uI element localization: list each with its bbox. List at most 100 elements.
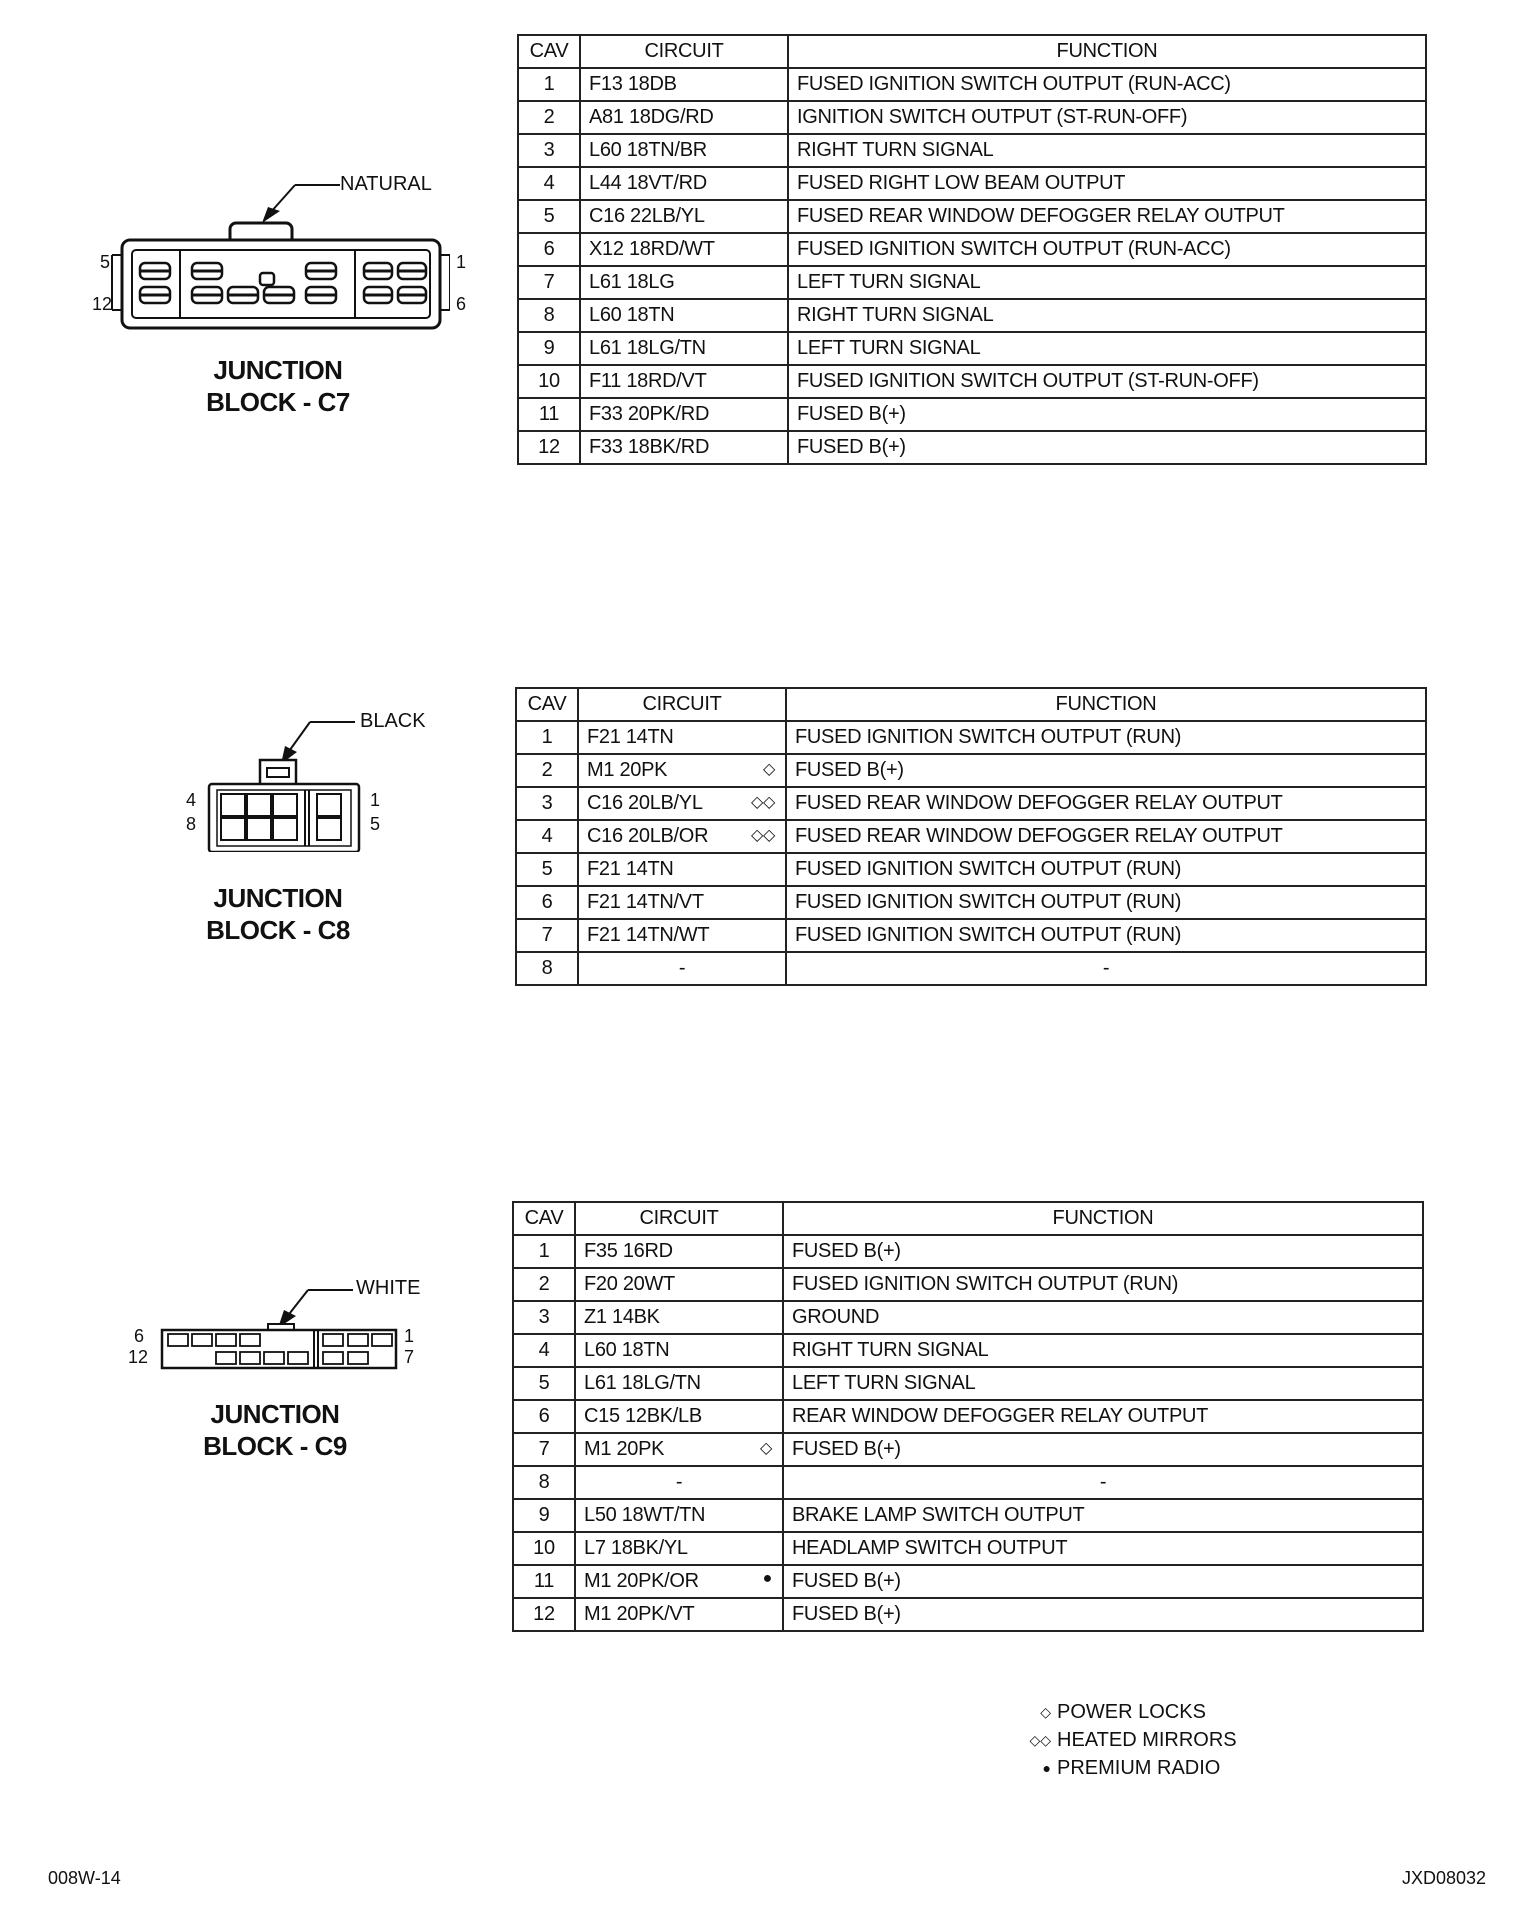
circuit-code: M1 20PK — [584, 1438, 665, 1460]
circuit-cell: Z1 14BK — [574, 1300, 784, 1335]
cav-cell: 8 — [515, 951, 579, 986]
pin-number: 4 — [186, 790, 197, 810]
header-function: FUNCTION — [785, 687, 1427, 722]
cav-cell: 8 — [512, 1465, 576, 1500]
circuit-code: L7 18BK/YL — [584, 1537, 688, 1559]
circuit-code: L50 18WT/TN — [584, 1504, 706, 1526]
cav-cell: 7 — [515, 918, 579, 953]
cav-cell: 3 — [517, 133, 581, 168]
function-cell: - — [785, 951, 1427, 986]
circuit-code: F21 14TN/WT — [587, 924, 710, 946]
cav-cell: 4 — [515, 819, 579, 854]
circuit-code: C16 20LB/YL — [587, 792, 703, 814]
circuit-cell: X12 18RD/WT — [579, 232, 789, 267]
circuit-cell: F20 20WT — [574, 1267, 784, 1302]
function-cell: RIGHT TURN SIGNAL — [787, 133, 1427, 168]
function-cell: FUSED B(+) — [787, 397, 1427, 432]
circuit-cell: L44 18VT/RD — [579, 166, 789, 201]
circuit-code: - — [675, 1471, 683, 1493]
cav-cell: 6 — [515, 885, 579, 920]
function-cell: LEFT TURN SIGNAL — [787, 331, 1427, 366]
cav-cell: 1 — [512, 1234, 576, 1269]
circuit-cell: M1 20PK/VT — [574, 1597, 784, 1632]
function-cell: FUSED IGNITION SWITCH OUTPUT (ST-RUN-OFF… — [787, 364, 1427, 399]
circuit-cell: C16 20LB/YL◇◇ — [577, 786, 787, 821]
cav-cell: 2 — [512, 1267, 576, 1302]
function-cell: - — [782, 1465, 1424, 1500]
table-row: 3 L60 18TN/BR RIGHT TURN SIGNAL — [517, 133, 1427, 168]
footer-page-code: 008W-14 — [48, 1868, 121, 1888]
function-cell: FUSED IGNITION SWITCH OUTPUT (RUN-ACC) — [787, 67, 1427, 102]
cav-cell: 1 — [515, 720, 579, 755]
connector-title-line1: JUNCTION — [210, 1399, 340, 1429]
diamond-icon: ◇ — [1040, 1704, 1051, 1720]
option-marker-icon: ◇ — [759, 1440, 772, 1457]
circuit-code: F33 18BK/RD — [589, 436, 710, 458]
legend-item: ◇ POWER LOCKS — [1015, 1698, 1237, 1726]
connector-title-line2: BLOCK - C9 — [203, 1431, 347, 1461]
cav-cell: 9 — [512, 1498, 576, 1533]
table-header-row: CAV CIRCUIT FUNCTION — [517, 34, 1427, 69]
connector-title: JUNCTION BLOCK - C9 — [155, 1398, 395, 1462]
legend-item: ● PREMIUM RADIO — [1015, 1754, 1237, 1782]
cav-cell: 10 — [517, 364, 581, 399]
pin-number: 1 — [404, 1326, 415, 1346]
function-cell: FUSED REAR WINDOW DEFOGGER RELAY OUTPUT — [785, 786, 1427, 821]
table-header-row: CAV CIRCUIT FUNCTION — [512, 1201, 1424, 1236]
pin-number: 5 — [370, 814, 381, 834]
circuit-cell: L60 18TN — [574, 1333, 784, 1368]
function-cell: FUSED RIGHT LOW BEAM OUTPUT — [787, 166, 1427, 201]
circuit-cell: C16 22LB/YL — [579, 199, 789, 234]
cav-cell: 10 — [512, 1531, 576, 1566]
function-cell: LEFT TURN SIGNAL — [787, 265, 1427, 300]
legend-item: ◇◇ HEATED MIRRORS — [1015, 1726, 1236, 1754]
connector-title-line2: BLOCK - C7 — [206, 387, 350, 417]
legend-text: PREMIUM RADIO — [1057, 1757, 1221, 1779]
circuit-cell: L60 18TN/BR — [579, 133, 789, 168]
cav-cell: 11 — [512, 1564, 576, 1599]
function-cell: FUSED IGNITION SWITCH OUTPUT (RUN) — [785, 720, 1427, 755]
table-row: 1 F35 16RD FUSED B(+) — [512, 1234, 1424, 1269]
cav-cell: 5 — [517, 199, 581, 234]
option-marker-icon: ◇ — [762, 761, 775, 778]
circuit-code: C15 12BK/LB — [584, 1405, 702, 1427]
pin-number: 1 — [370, 790, 381, 810]
circuit-code: C16 22LB/YL — [589, 205, 705, 227]
function-cell: FUSED IGNITION SWITCH OUTPUT (RUN-ACC) — [787, 232, 1427, 267]
function-cell: FUSED B(+) — [782, 1234, 1424, 1269]
circuit-code: M1 20PK/OR — [584, 1570, 699, 1592]
cav-cell: 12 — [512, 1597, 576, 1632]
circuit-code: F35 16RD — [584, 1240, 673, 1262]
cav-cell: 8 — [517, 298, 581, 333]
cav-cell: 2 — [517, 100, 581, 135]
option-marker-icon: ◇◇ — [750, 827, 775, 844]
cav-cell: 1 — [517, 67, 581, 102]
circuit-code: C16 20LB/OR — [587, 825, 709, 847]
function-cell: FUSED IGNITION SWITCH OUTPUT (RUN) — [785, 852, 1427, 887]
circuit-cell: F21 14TN — [577, 852, 787, 887]
cav-cell: 6 — [512, 1399, 576, 1434]
circuit-cell: L61 18LG — [579, 265, 789, 300]
circuit-cell: M1 20PK ◇ — [574, 1432, 784, 1467]
circuit-code: L60 18TN/BR — [589, 139, 707, 161]
cav-cell: 3 — [515, 786, 579, 821]
pin-number: 6 — [134, 1326, 145, 1346]
circuit-code: - — [678, 957, 686, 979]
pinout-table-c9: CAV CIRCUIT FUNCTION 1 F35 16RD FUSED B(+)… — [512, 1201, 1424, 1632]
circuit-cell: F21 14TN — [577, 720, 787, 755]
header-circuit: CIRCUIT — [577, 687, 787, 722]
pin-number: 7 — [404, 1347, 415, 1367]
circuit-code: M1 20PK/VT — [584, 1603, 695, 1625]
